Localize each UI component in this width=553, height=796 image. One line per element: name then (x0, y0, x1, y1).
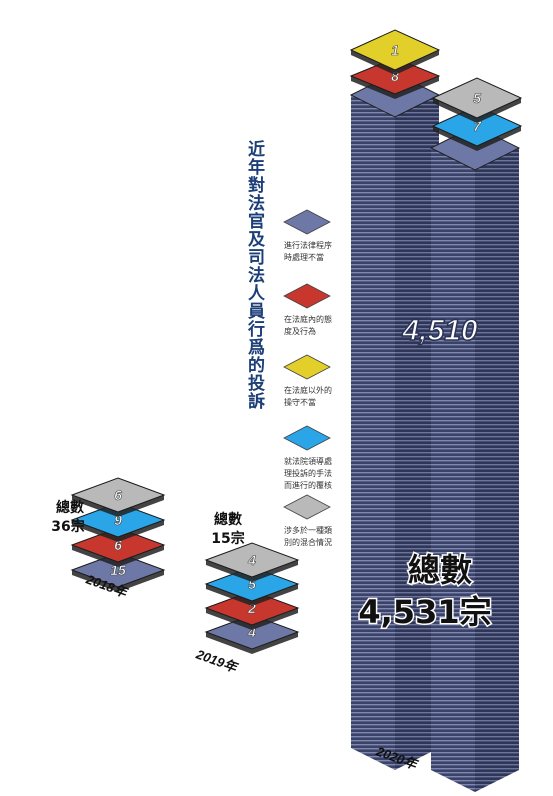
legend-text-3-2: 而進行的覆核 (284, 480, 332, 490)
tower-2020-right-right-face (475, 148, 519, 792)
stack-1-tile-0-edge (206, 632, 298, 654)
legend-text-0-0: 進行法律程序 (284, 240, 332, 250)
legend-text-4-1: 別的混合情況 (284, 537, 332, 547)
legend-text-2-1: 操守不當 (284, 397, 316, 407)
stack-2-tile-2-value: 1 (391, 42, 399, 58)
stack-2-tile-2: 1 (349, 29, 441, 75)
stack-2-tile-3-value: 7 (473, 118, 482, 134)
stack-2-tile-4: 5 (431, 77, 523, 123)
legend-swatch-3 (283, 425, 331, 451)
legend-text-4-0: 涉多於一種類 (284, 525, 332, 535)
stack-1-tile-0-value: 4 (247, 624, 256, 640)
stack-2-tile-2-face (349, 29, 441, 71)
total-2018-label: 總數 (56, 499, 84, 516)
legend-swatch-4 (283, 494, 331, 520)
stack-2-tile-4-value: 5 (473, 90, 481, 106)
total-2019-value: 15宗 (211, 530, 244, 547)
tower-2020-left-left-face (351, 95, 395, 770)
legend-swatch-0 (283, 209, 331, 235)
stack-1-tile-0: 4 (204, 614, 300, 654)
year-label-1: 2019年 (193, 646, 240, 675)
stack-2-tile-4-face (431, 77, 523, 119)
stack-2-tile-3: 7 (431, 105, 523, 151)
stack-1-tile-3-edge (206, 584, 298, 606)
stack-0-tile-4-edge (72, 495, 164, 517)
tower-2020-left (349, 72, 441, 770)
stack-1-tile-1-edge (206, 608, 298, 630)
total-2020-value: 4,531宗 (358, 593, 491, 631)
legend-text-0-1: 時處理不當 (284, 252, 324, 262)
stack-0-tile-1-edge (72, 545, 164, 567)
stack-1-tile-3-value: 5 (248, 576, 256, 592)
legend-text-1-1: 度及行為 (284, 326, 316, 336)
legend-text-2-0: 在法庭以外的 (284, 385, 332, 395)
legend-swatch-2 (283, 354, 331, 380)
stack-1-tile-1: 2 (204, 590, 300, 630)
value-label-2020-slate: 4,510 (401, 314, 477, 347)
stack-2-tile-1-value: 8 (391, 68, 399, 84)
stack-0-tile-3-edge (72, 520, 164, 542)
legend-swatch-1 (283, 283, 331, 309)
stack-0-tile-0: 15 (70, 552, 166, 592)
legend-text-1-0: 在法庭內的態 (284, 314, 332, 324)
stack-1-tile-4-edge (206, 560, 298, 582)
stack-1-tile-3: 5 (204, 566, 300, 606)
stack-0-tile-1-value: 6 (114, 537, 122, 553)
total-2018-value: 36宗 (51, 518, 84, 535)
tower-2020-right-left-face (431, 148, 475, 792)
stack-0-tile-0-value: 15 (110, 562, 126, 578)
stack-0-tile-4-value: 6 (114, 487, 122, 503)
stack-1-tile-1-value: 2 (247, 600, 256, 616)
chart-title: 近年對法官及司法人員行爲的投訴 (244, 140, 264, 410)
tower-2020-right (429, 125, 521, 792)
stack-0-tile-3-value: 9 (114, 512, 122, 528)
legend-text-3-1: 理投訴的手法 (284, 468, 332, 478)
stack-1-tile-4-face (204, 542, 300, 578)
stack-0-tile-4-face (70, 477, 166, 513)
legend-text-3-0: 就法院領導處 (284, 456, 332, 466)
stack-0-tile-1: 6 (70, 527, 166, 567)
stack-1-tile-4-value: 4 (247, 552, 256, 568)
stack-0-tile-0-edge (72, 570, 164, 592)
stack-0-tile-4: 6 (70, 477, 166, 517)
total-2019-label: 總數 (214, 511, 242, 528)
tower-2020-left-right-face (395, 95, 439, 770)
stack-1-tile-4: 4 (204, 542, 300, 582)
total-2020-label: 總數 (408, 551, 472, 589)
